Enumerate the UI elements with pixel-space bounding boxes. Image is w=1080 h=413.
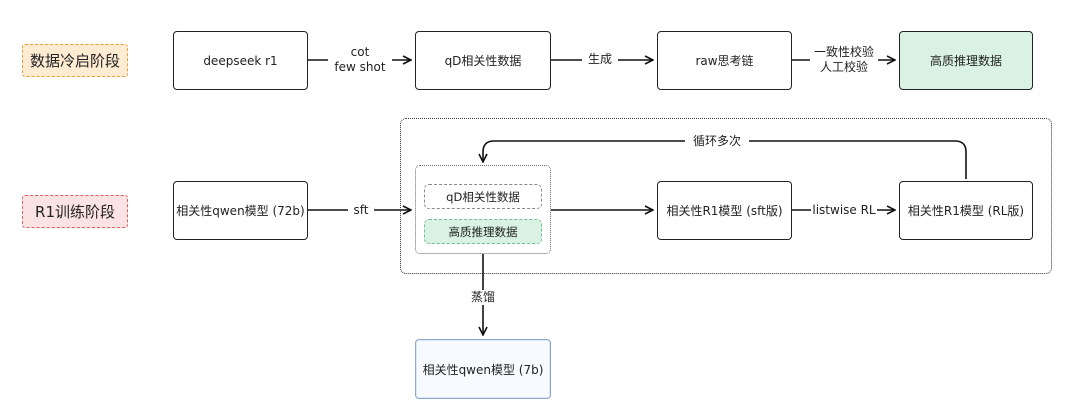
hq-data-node: 高质推理数据 — [899, 31, 1033, 90]
edge-label-check-line2: 人工校验 — [819, 60, 868, 74]
edge-label-loop: 循环多次 — [685, 134, 749, 149]
inner-hq-data: 高质推理数据 — [424, 219, 542, 244]
edge-label-sft: sft — [348, 203, 374, 218]
edge-label-distill: 蒸馏 — [467, 290, 499, 305]
stage-label-cold-start: 数据冷启阶段 — [22, 44, 128, 77]
edge-label-cot: cot few shot — [328, 45, 392, 75]
edge-label-cot-line2: few shot — [334, 60, 386, 74]
deepseek-r1-node: deepseek r1 — [173, 31, 308, 90]
qd-data-node: qD相关性数据 — [415, 31, 551, 90]
edge-label-check-line1: 一致性校验 — [813, 45, 874, 59]
r1-rl-node: 相关性R1模型 (RL版) — [899, 181, 1033, 240]
inner-qd-data: qD相关性数据 — [424, 184, 542, 209]
edge-label-cot-line1: cot — [350, 45, 370, 59]
raw-chain-node: raw思考链 — [657, 31, 792, 90]
training-data-group — [415, 165, 551, 254]
edge-label-check: 一致性校验 人工校验 — [810, 45, 878, 75]
r1-sft-node: 相关性R1模型 (sft版) — [657, 181, 792, 240]
qwen-72b-node: 相关性qwen模型 (72b) — [173, 181, 308, 240]
edge-label-generate: 生成 — [582, 52, 618, 67]
stage-label-r1-training: R1训练阶段 — [22, 195, 128, 228]
qwen-7b-node: 相关性qwen模型 (7b) — [415, 339, 551, 399]
rl-loop-container — [400, 118, 1052, 274]
edge-label-listwise: listwise RL — [811, 203, 877, 218]
